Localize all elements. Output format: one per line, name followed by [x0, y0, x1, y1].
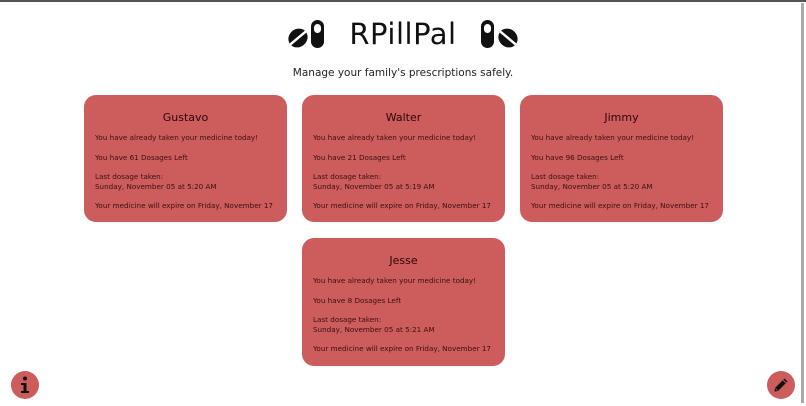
member-name: Walter — [385, 111, 422, 124]
last-dosage-label: Last dosage taken: — [531, 172, 600, 182]
pencil-icon — [774, 378, 788, 392]
app-header: RPillPal — [0, 17, 806, 51]
dosages-left: You have 8 Dosages Left — [313, 295, 402, 305]
expiry-date: Your medicine will expire on Friday, Nov… — [313, 201, 491, 211]
family-member-card[interactable]: Jesse You have already taken your medici… — [302, 238, 505, 366]
last-dosage-label: Last dosage taken: — [313, 172, 382, 182]
medicine-status: You have already taken your medicine tod… — [313, 276, 477, 285]
window-top-border — [0, 0, 806, 2]
expiry-date: Your medicine will expire on Friday, Nov… — [313, 344, 491, 354]
pills-icon — [479, 19, 519, 49]
member-name: Jesse — [389, 254, 418, 267]
expiry-date: Your medicine will expire on Friday, Nov… — [531, 201, 709, 211]
last-dosage: Last dosage taken:Sunday, November 05 at… — [313, 172, 494, 191]
last-dosage: Last dosage taken:Sunday, November 05 at… — [95, 172, 276, 191]
pills-icon — [287, 19, 327, 49]
app-subtitle: Manage your family's prescriptions safel… — [292, 67, 514, 79]
medicine-status: You have already taken your medicine tod… — [313, 133, 477, 142]
dosages-left: You have 61 Dosages Left — [95, 152, 188, 162]
medicine-status: You have already taken your medicine tod… — [95, 133, 259, 142]
last-dosage-value: Sunday, November 05 at 5:20 AM — [531, 181, 653, 191]
last-dosage-value: Sunday, November 05 at 5:20 AM — [95, 181, 217, 191]
info-icon — [21, 376, 29, 393]
app-title: RPillPal — [349, 17, 457, 51]
last-dosage-value: Sunday, November 05 at 5:21 AM — [313, 324, 435, 334]
expiry-date: Your medicine will expire on Friday, Nov… — [95, 201, 273, 211]
last-dosage-value: Sunday, November 05 at 5:19 AM — [313, 181, 435, 191]
last-dosage: Last dosage taken:Sunday, November 05 at… — [313, 315, 494, 334]
info-button[interactable] — [11, 371, 39, 399]
family-member-card[interactable]: Gustavo You have already taken your medi… — [84, 95, 287, 222]
scrollbar[interactable] — [801, 3, 804, 403]
last-dosage: Last dosage taken:Sunday, November 05 at… — [531, 172, 712, 191]
family-member-card[interactable]: Walter You have already taken your medic… — [302, 95, 505, 222]
edit-button[interactable] — [767, 371, 795, 399]
dosages-left: You have 21 Dosages Left — [313, 152, 406, 162]
family-member-card[interactable]: Jimmy You have already taken your medici… — [520, 95, 723, 222]
dosages-left: You have 96 Dosages Left — [531, 152, 624, 162]
member-name: Jimmy — [604, 111, 639, 124]
last-dosage-label: Last dosage taken: — [313, 315, 382, 325]
last-dosage-label: Last dosage taken: — [95, 172, 164, 182]
member-name: Gustavo — [162, 111, 209, 124]
medicine-status: You have already taken your medicine tod… — [531, 133, 695, 142]
